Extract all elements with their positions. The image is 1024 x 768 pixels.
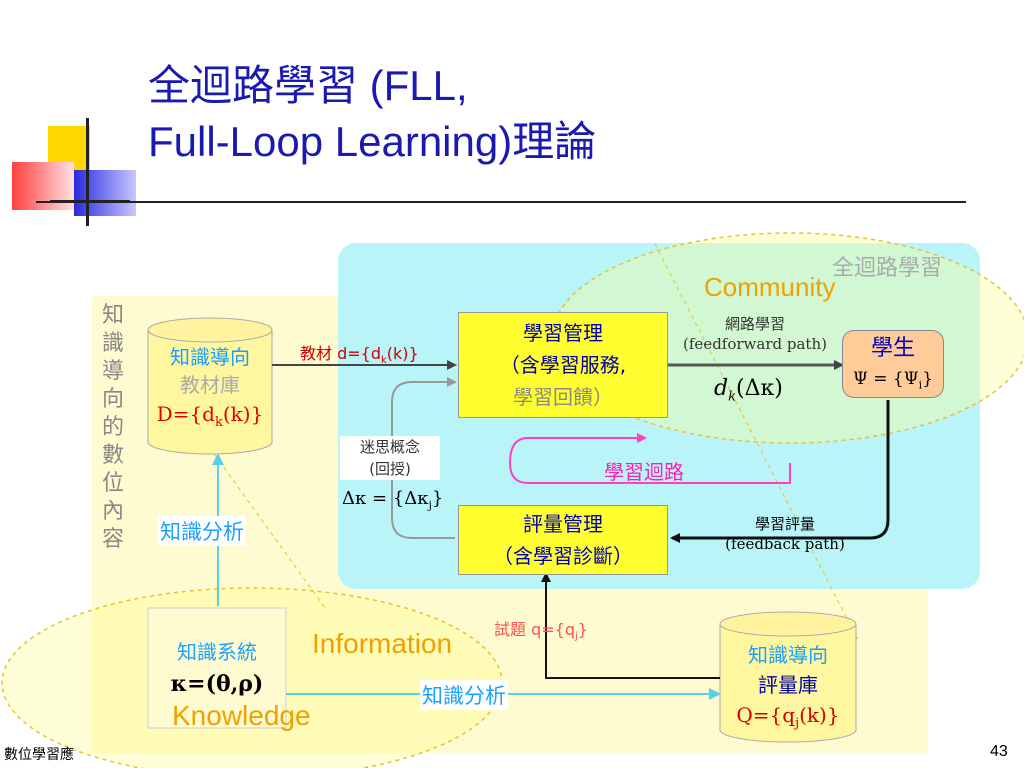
material-arrow-label: 教材 d={dk(k)} xyxy=(300,344,419,367)
student-label: 學生 xyxy=(870,336,915,361)
assessment-mgmt-box: 評量管理 （含學習診斷） xyxy=(458,505,668,575)
misconception-line2: (回授) xyxy=(369,460,411,478)
vertical-content-label: 知識導向的數位內容 xyxy=(101,303,124,552)
learning-mgmt-line2: （含學習服務, xyxy=(499,353,627,377)
learning-mgmt-line3: 學習回饋） xyxy=(513,385,613,409)
learning-loop-arrow xyxy=(508,433,791,484)
feedforward-line2: (feedforward path) xyxy=(683,335,827,353)
feedback-line1: 學習評量 xyxy=(754,515,815,533)
knowledge-label: Knowledge xyxy=(172,700,311,731)
material-db: 知識導向 教材庫 D={dk(k)} xyxy=(148,343,272,438)
material-db-cylinder xyxy=(147,317,273,455)
misconception-label: 迷思概念 (回授) xyxy=(340,436,440,480)
assessment-db-line1: 知識導向 xyxy=(748,643,828,667)
assessment-db-line2: 評量庫 xyxy=(758,673,818,697)
knowledge-system-box xyxy=(147,607,287,729)
assessment-db-cylinder xyxy=(719,611,857,743)
title-line-1: 全迴路學習 (FLL, xyxy=(148,62,468,109)
learning-loop-label: 學習迴路 xyxy=(604,460,684,484)
material-db-formula: D={dk(k)} xyxy=(156,402,264,430)
arrow-test-items xyxy=(541,572,720,679)
slide-title: 全迴路學習 (FLL, Full-Loop Learning)理論 xyxy=(148,58,998,170)
student-box: 學生 Ψ = {Ψi} xyxy=(842,330,944,398)
material-db-line1: 知識導向 xyxy=(170,345,250,369)
knowledge-system-formula: κ=(θ,ρ) xyxy=(170,671,264,697)
decor-logo xyxy=(12,118,137,228)
learning-mgmt-line1: 學習管理 xyxy=(523,321,603,345)
feedforward-label: 網路學習 (feedforward path) xyxy=(668,314,842,354)
community-label: Community xyxy=(704,272,836,302)
information-label: Information xyxy=(312,628,453,659)
knowledge-analysis-label-1: 知識分析 xyxy=(158,516,246,546)
arrow-feedback xyxy=(670,400,890,543)
feedback-line2: (feedback path) xyxy=(725,535,845,553)
feedforward-line1: 網路學習 xyxy=(724,315,785,333)
title-line-2: Full-Loop Learning)理論 xyxy=(148,118,597,165)
title-underline xyxy=(36,201,966,203)
assessment-db: 知識導向 評量庫 Q={qj(k)} xyxy=(720,640,856,739)
feedback-label: 學習評量 (feedback path) xyxy=(700,514,870,554)
misconception-formula: Δκ = {Δκj} xyxy=(342,488,444,512)
misconception-line1: 迷思概念 xyxy=(359,438,420,456)
feedforward-formula: dk(Δκ) xyxy=(714,376,783,405)
knowledge-system: 知識系統 κ=(θ,ρ) xyxy=(148,636,286,700)
page-number: 43 xyxy=(990,743,1008,760)
assessment-db-formula: Q={qj(k)} xyxy=(736,703,840,731)
learning-mgmt-box: 學習管理 （含學習服務, 學習回饋） xyxy=(458,312,668,418)
student-formula: Ψ = {Ψi} xyxy=(852,369,934,392)
footer-left: 數位學習應 xyxy=(4,747,74,763)
knowledge-system-line1: 知識系統 xyxy=(177,640,257,664)
knowledge-analysis-label-2: 知識分析 xyxy=(420,680,508,710)
test-items-label: 試題 q={qj} xyxy=(494,620,588,643)
assessment-mgmt-line2: （含學習診斷） xyxy=(493,544,633,568)
fll-region-label: 全迴路學習 xyxy=(832,256,943,281)
assessment-mgmt-line1: 評量管理 xyxy=(523,512,603,536)
material-db-line2: 教材庫 xyxy=(180,373,240,397)
